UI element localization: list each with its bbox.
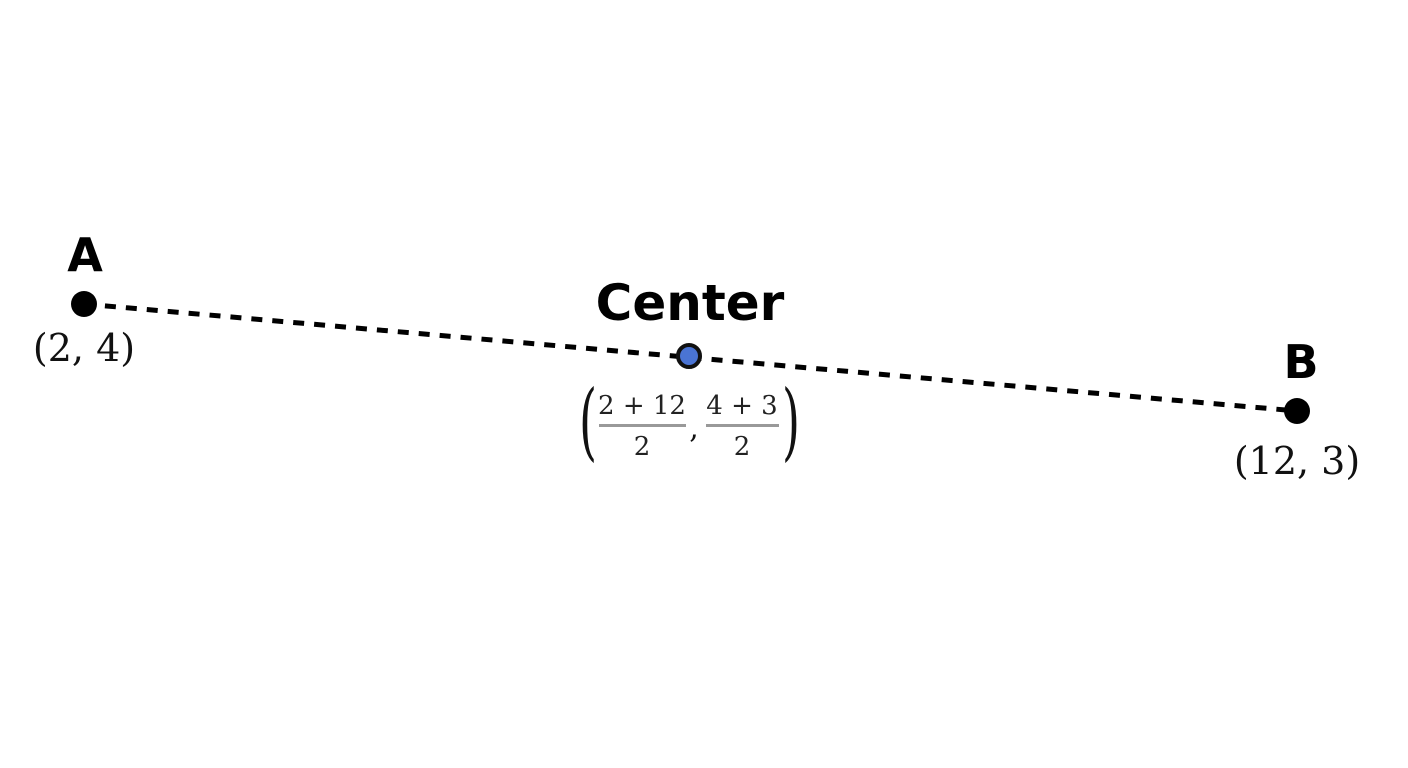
- point-a-dot: [71, 291, 97, 317]
- formula-x-denominator: 2: [634, 432, 651, 462]
- point-b-coords: (12, 3): [1234, 439, 1360, 483]
- formula-y-denominator: 2: [734, 432, 751, 462]
- point-a: A (2, 4): [33, 228, 135, 370]
- point-b-dot: [1284, 398, 1310, 424]
- point-center: Center ( 2 + 12 2 , 4 + 3 2 ): [579, 274, 800, 470]
- formula-comma: ,: [689, 411, 699, 446]
- formula-x-fraction-bar: [599, 424, 686, 427]
- center-formula: ( 2 + 12 2 , 4 + 3 2 ): [579, 372, 800, 470]
- point-b: B (12, 3): [1234, 335, 1360, 483]
- center-dot: [676, 343, 702, 369]
- formula-open-paren: (: [579, 372, 597, 470]
- point-a-label: A: [67, 228, 103, 282]
- point-a-coords: (2, 4): [33, 326, 135, 370]
- point-b-label: B: [1283, 335, 1318, 389]
- center-label: Center: [596, 274, 785, 332]
- formula-x-numerator: 2 + 12: [598, 391, 686, 421]
- segment-ab: [83, 301, 1298, 414]
- formula-close-paren: ): [782, 372, 800, 470]
- formula-y-numerator: 4 + 3: [706, 391, 777, 421]
- formula-y-fraction-bar: [706, 424, 779, 427]
